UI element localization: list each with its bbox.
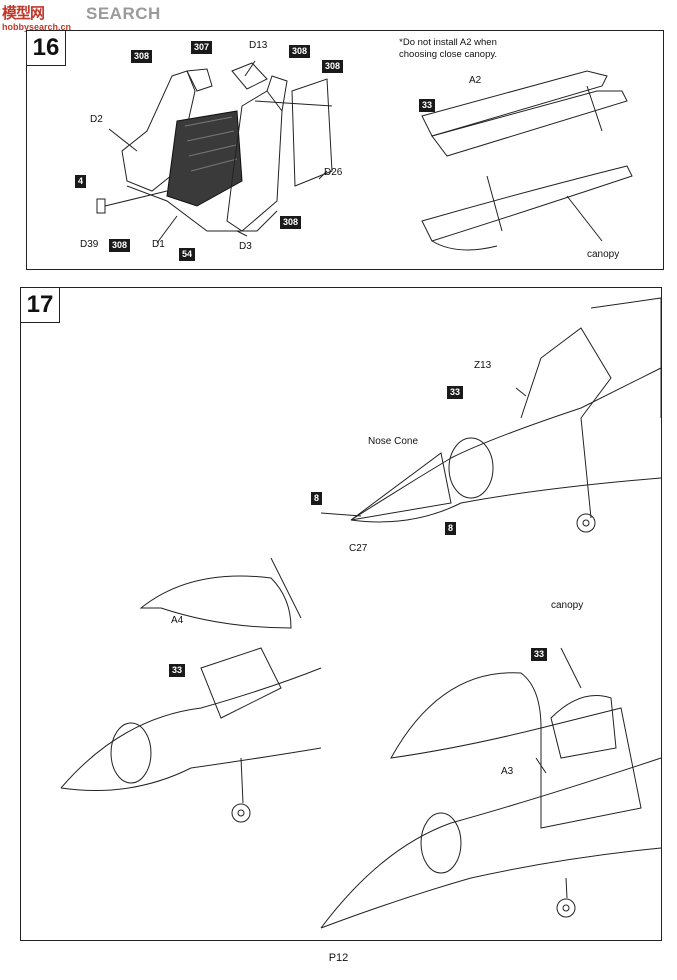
color-callout-8: 8	[445, 522, 457, 535]
right-wheel	[556, 898, 576, 918]
color-callout-308: 308	[289, 45, 311, 58]
watermark-title: SEARCH	[86, 4, 161, 23]
part-label-a4: A4	[171, 615, 184, 626]
part-label-c27: C27	[349, 543, 368, 554]
step-17-number: 17	[21, 288, 60, 323]
aircraft-top-fuselage	[350, 367, 662, 521]
part-label-canopy: canopy	[551, 600, 584, 611]
part-label-d2: D2	[90, 114, 103, 125]
color-callout-8: 8	[311, 492, 323, 505]
part-label-canopy: canopy	[587, 249, 620, 260]
step-16-number: 16	[27, 31, 66, 66]
nose-ring	[448, 437, 494, 499]
color-callout-33: 33	[447, 386, 464, 399]
part-label-d1: D1	[152, 239, 165, 250]
aircraft-right-fuselage	[320, 757, 662, 929]
color-callout-308: 308	[280, 216, 302, 229]
right-cockpit	[540, 707, 642, 829]
note-line-2: choosing close canopy.	[399, 49, 498, 60]
page-number: P12	[328, 952, 349, 964]
seat-cushion	[166, 110, 243, 207]
nose-wheel	[576, 513, 596, 533]
part-label-d13: D13	[249, 40, 268, 51]
right-canopy-frame	[550, 695, 617, 759]
left-open-canopy	[139, 575, 292, 629]
part-d39	[96, 198, 106, 214]
seat-frame-left	[121, 70, 196, 192]
watermark-site: hobbysearch.cn	[2, 22, 72, 32]
part-label-d26: D26	[324, 167, 343, 178]
step-16-panel: 16	[26, 30, 664, 270]
color-callout-33: 33	[169, 664, 186, 677]
color-callout-54: 54	[179, 248, 196, 261]
step-16-note: *Do not install A2 when choosing close c…	[399, 37, 497, 61]
part-d26-panel	[291, 78, 333, 187]
right-closed-canopy	[390, 672, 542, 759]
seat-frame-right	[226, 90, 283, 232]
right-nose-ring	[420, 812, 462, 874]
step-16-drawing	[96, 60, 633, 251]
left-nose-ring	[110, 722, 152, 784]
part-label-a3: A3	[501, 766, 514, 777]
canopy-frame	[421, 165, 633, 242]
part-label-z13: Z13	[474, 360, 492, 371]
nose-cone	[350, 452, 452, 521]
part-label-nose-cone: Nose Cone	[368, 436, 419, 447]
color-callout-33: 33	[531, 648, 548, 661]
step-17-panel: 17	[20, 287, 662, 941]
color-callout-4: 4	[75, 175, 87, 188]
part-label-d3: D3	[239, 241, 252, 252]
step-17-drawing	[60, 297, 662, 929]
color-callout-308: 308	[109, 239, 131, 252]
left-cockpit	[200, 647, 282, 719]
part-label-a2: A2	[469, 75, 482, 86]
aircraft-left-fuselage	[60, 667, 322, 789]
part-label-d39: D39	[80, 239, 99, 250]
color-callout-308: 308	[322, 60, 344, 73]
watermark: 模型网 hobbysearch.cn SEARCH	[0, 0, 200, 34]
left-wheel	[231, 803, 251, 823]
color-callout-307: 307	[191, 41, 213, 54]
color-callout-308: 308	[131, 50, 153, 63]
cockpit-seat-top	[520, 327, 612, 419]
note-line-1: *Do not install A2 when	[399, 37, 497, 48]
part-a2-rail	[421, 70, 608, 137]
watermark-logo: 模型网	[2, 5, 45, 22]
color-callout-33: 33	[419, 99, 436, 112]
